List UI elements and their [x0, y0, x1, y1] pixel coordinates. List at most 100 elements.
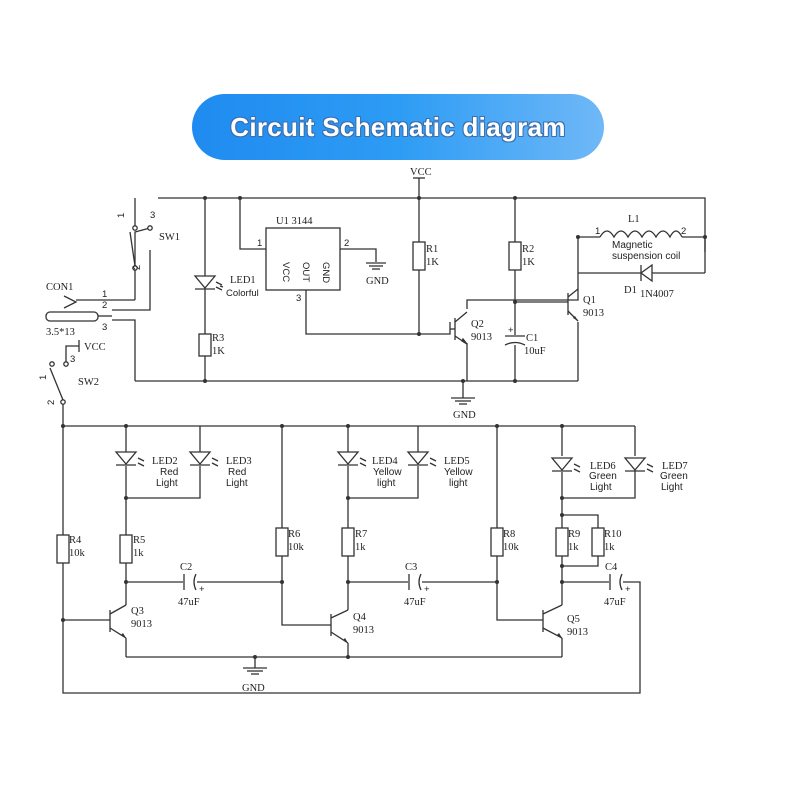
- c4-capacitor: C4 + 47uF: [604, 562, 631, 608]
- q3-label: Q3: [131, 606, 144, 617]
- c2-capacitor: C2 + 47uF: [178, 562, 205, 608]
- l1-desc2: suspension coil: [612, 251, 680, 262]
- r4-resistor: R4 10k: [56, 534, 86, 564]
- q2-value: 9013: [471, 332, 492, 343]
- c1-plus: +: [508, 325, 514, 336]
- con1-pin3: 3: [102, 322, 107, 333]
- sw1-pin3: 3: [150, 210, 155, 221]
- c4-plus: +: [625, 584, 631, 595]
- r2-label: R2: [522, 244, 534, 255]
- r4-value: 10k: [69, 548, 86, 559]
- c1-label: C1: [526, 333, 538, 344]
- r7-resistor: R7 1k: [341, 527, 367, 557]
- gnd-mid-label: GND: [453, 410, 476, 421]
- bottom-wires: [62, 425, 641, 694]
- led2-desc1: Red: [160, 467, 178, 478]
- c2-value: 47uF: [178, 597, 200, 608]
- q5-label: Q5: [567, 614, 580, 625]
- q5-transistor: Q5 9013: [542, 604, 588, 639]
- led3: LED3 Red Light: [188, 451, 252, 489]
- led3-desc2: Light: [226, 478, 248, 489]
- r4-label: R4: [69, 535, 82, 546]
- r1-label: R1: [426, 244, 438, 255]
- led6: LED6 Green Light: [550, 457, 617, 493]
- con1-jack: CON1 3.5*13 1 2 3: [45, 282, 112, 338]
- led5: LED5 Yellow light: [406, 451, 473, 489]
- led3-desc1: Red: [228, 467, 246, 478]
- vcc-top-label: VCC: [410, 167, 432, 178]
- r1-resistor: R1 1K: [412, 241, 439, 271]
- r6-value: 10k: [288, 542, 305, 553]
- q1-value: 9013: [583, 308, 604, 319]
- led7: LED7 Green Light: [623, 457, 688, 493]
- q4-transistor: Q4 9013: [330, 609, 374, 644]
- c1-capacitor: + C1 10uF: [504, 325, 546, 357]
- c4-value: 47uF: [604, 597, 626, 608]
- gnd-bottom: GND: [242, 667, 267, 694]
- q1-label: Q1: [583, 295, 596, 306]
- led4: LED4 Yellow light: [336, 451, 402, 489]
- con1-pin2: 2: [102, 300, 107, 311]
- c3-label: C3: [405, 562, 417, 573]
- r10-value: 1k: [604, 542, 615, 553]
- top-junctions: [203, 196, 707, 383]
- q2-transistor: Q2 9013: [450, 311, 492, 345]
- c4-label: C4: [605, 562, 618, 573]
- u1-vcc-pin: VCC: [280, 262, 291, 282]
- u1-pin1: 1: [257, 238, 262, 249]
- q2-label: Q2: [471, 319, 484, 330]
- gnd-u1: GND: [366, 262, 389, 287]
- led6-desc2: Light: [590, 482, 612, 493]
- led1: LED1 Colorful: [193, 275, 259, 299]
- q1-transistor: Q1 9013: [567, 288, 604, 322]
- sw2-pin1: 1: [38, 375, 49, 380]
- d1-value: 1N4007: [640, 289, 674, 300]
- vcc-sw2-label: VCC: [84, 342, 106, 353]
- q3-value: 9013: [131, 619, 152, 630]
- page-title: Circuit Schematic diagram: [230, 111, 566, 142]
- l1-desc1: Magnetic: [612, 240, 653, 251]
- led1-desc: Colorful: [226, 288, 259, 299]
- vcc-top: VCC: [410, 167, 432, 179]
- r2-value: 1K: [522, 257, 535, 268]
- led4-desc1: Yellow: [373, 467, 402, 478]
- r10-label: R10: [604, 529, 622, 540]
- q5-value: 9013: [567, 627, 588, 638]
- con1-spec: 3.5*13: [46, 327, 75, 338]
- led2-desc2: Light: [156, 478, 178, 489]
- gnd-u1-label: GND: [366, 276, 389, 287]
- l1-coil: L1 1 2 Magnetic suspension coil: [595, 214, 686, 262]
- r8-resistor: R8 10k: [490, 527, 520, 557]
- r10-resistor: R10 1k: [591, 527, 622, 557]
- l1-pin1: 1: [595, 226, 600, 237]
- sw1-switch: SW1 1 3 2: [116, 210, 180, 271]
- r5-label: R5: [133, 535, 145, 546]
- r6-label: R6: [288, 529, 300, 540]
- bottom-junctions: [61, 424, 564, 659]
- u1-pin3: 3: [296, 293, 301, 304]
- r3-value: 1K: [212, 346, 225, 357]
- gnd-bottom-label: GND: [242, 683, 265, 694]
- r8-label: R8: [503, 529, 515, 540]
- r9-resistor: R9 1k: [555, 527, 580, 557]
- sw2-switch: VCC SW2 1 3 2: [38, 340, 106, 426]
- c3-plus: +: [424, 584, 430, 595]
- r8-value: 10k: [503, 542, 520, 553]
- r7-label: R7: [355, 529, 367, 540]
- title-banner: Circuit Schematic diagram: [192, 94, 604, 160]
- led7-desc1: Green: [660, 471, 688, 482]
- c3-capacitor: C3 + 47uF: [404, 562, 430, 608]
- r3-label: R3: [212, 333, 224, 344]
- q4-label: Q4: [353, 612, 367, 623]
- led6-desc1: Green: [589, 471, 617, 482]
- r9-value: 1k: [568, 542, 579, 553]
- led7-desc2: Light: [661, 482, 683, 493]
- r3-resistor: R3 1K: [198, 333, 225, 357]
- led1-label: LED1: [230, 275, 256, 286]
- u1-label: U1 3144: [276, 216, 313, 227]
- r5-resistor: R5 1k: [119, 534, 145, 564]
- r5-value: 1k: [133, 548, 144, 559]
- gnd-mid: GND: [451, 397, 476, 421]
- led4-desc2: light: [377, 478, 396, 489]
